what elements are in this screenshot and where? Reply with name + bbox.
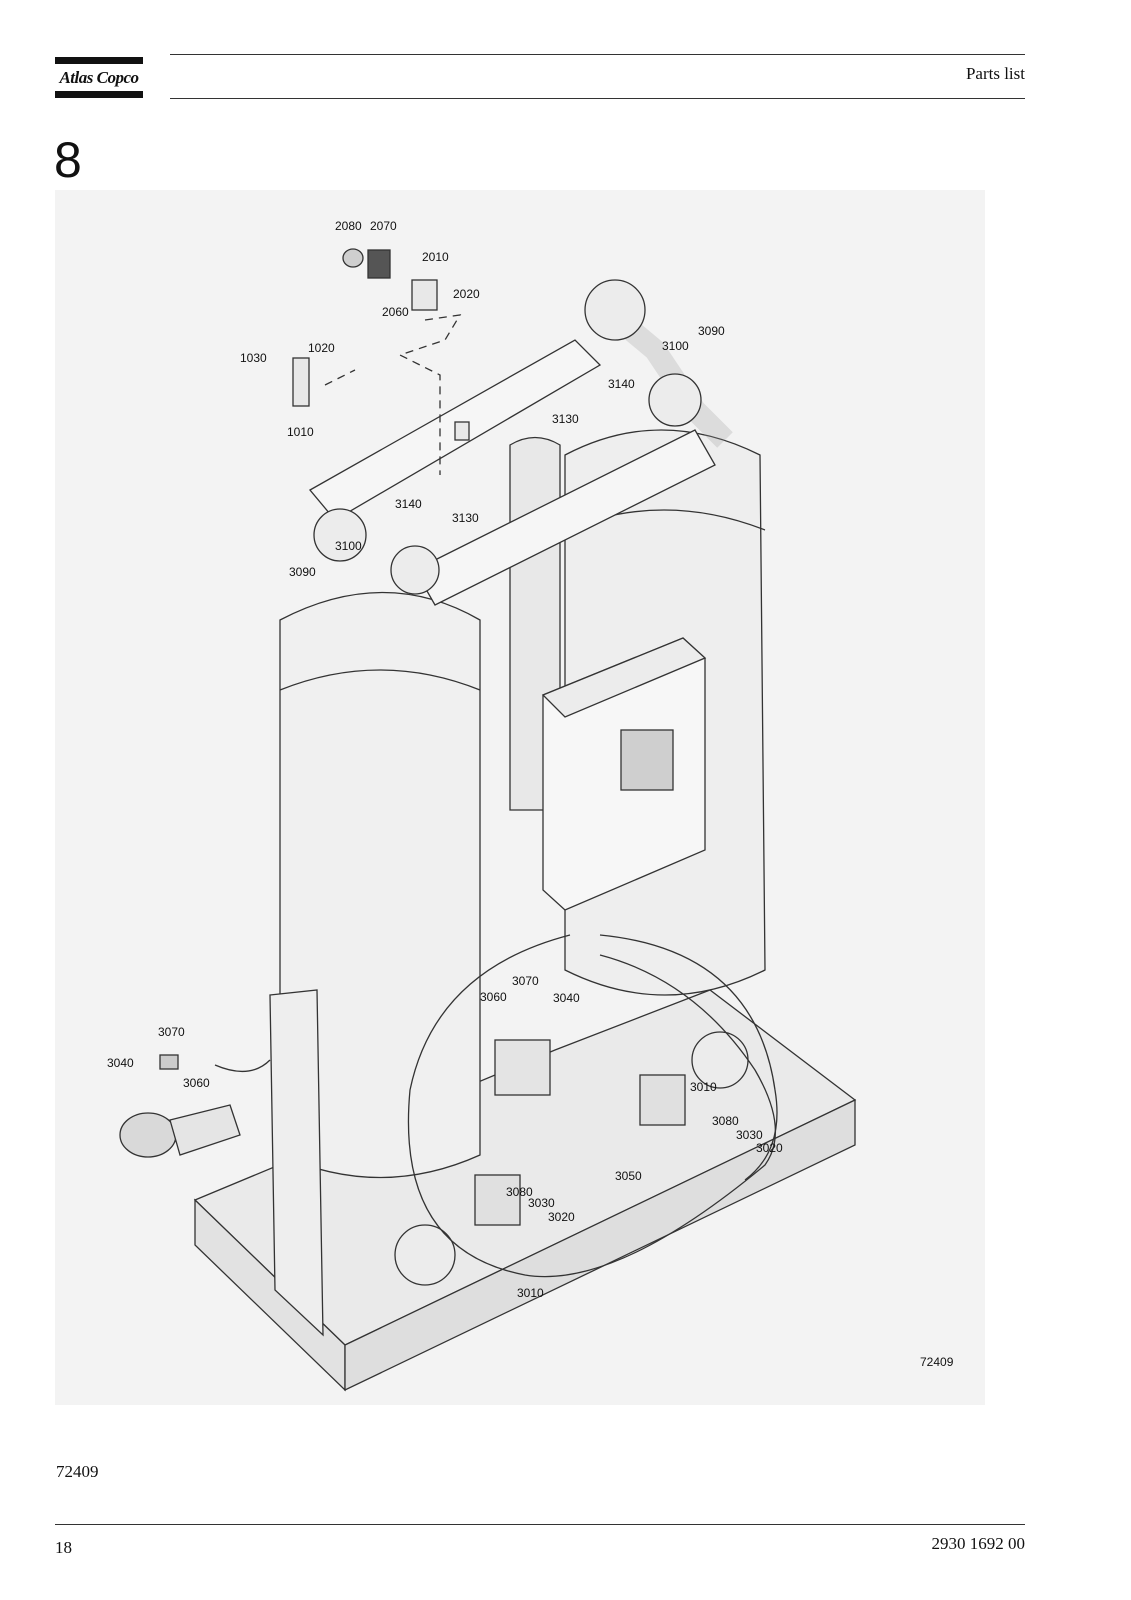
callout-3020-lower: 3020 <box>548 1210 575 1224</box>
atlas-copco-logo: Atlas Copco <box>55 57 143 99</box>
callout-3040-upper: 3040 <box>553 991 580 1005</box>
detached-valve-body <box>119 1112 177 1158</box>
exploded-parts-drawing: 2080 2070 2010 2020 2060 1030 1020 1010 … <box>55 190 985 1405</box>
figure-reference: 72409 <box>56 1462 99 1481</box>
callout-3140-left: 3140 <box>395 497 422 511</box>
silencer <box>494 1039 551 1096</box>
logo-bar-bottom <box>55 91 143 98</box>
callout-3020-right: 3020 <box>756 1141 783 1155</box>
logo-bar-top <box>55 57 143 64</box>
callout-2070: 2070 <box>370 219 397 233</box>
detached-tube <box>214 1059 271 1072</box>
callout-3100-left: 3100 <box>335 539 362 553</box>
logo-wordmark: Atlas Copco <box>59 68 139 87</box>
callout-3040-detached: 3040 <box>107 1056 134 1070</box>
header-rule-bottom <box>170 98 1025 99</box>
flange-right-valve <box>648 373 702 427</box>
cabinet-display <box>620 729 674 791</box>
flange-top <box>584 279 646 341</box>
callout-3090-left: 3090 <box>289 565 316 579</box>
control-tubing <box>599 934 778 1181</box>
part-1010-filter <box>292 357 310 407</box>
fitting-sample <box>454 421 470 441</box>
callout-3080-right: 3080 <box>712 1114 739 1128</box>
callout-3010-right: 3010 <box>690 1080 717 1094</box>
valve-actuator-left <box>474 1174 521 1226</box>
callout-3130-left: 3130 <box>452 511 479 525</box>
callout-3090-top: 3090 <box>698 324 725 338</box>
callout-1020: 1020 <box>308 341 335 355</box>
callout-2060: 2060 <box>382 305 409 319</box>
flange-left-valve <box>313 508 367 562</box>
callout-3070-upper: 3070 <box>512 974 539 988</box>
section-number: 8 <box>54 132 82 188</box>
callout-3140-top: 3140 <box>608 377 635 391</box>
callout-3080-lower: 3080 <box>506 1185 533 1199</box>
drawing-id: 72409 <box>920 1355 954 1369</box>
detached-solenoid <box>159 1054 179 1070</box>
callout-3130-top: 3130 <box>552 412 579 426</box>
pilot-dashed-line <box>324 314 462 475</box>
left-vessel-seam <box>279 669 481 691</box>
base-frame-side <box>344 1098 856 1392</box>
document-number: 2930 1692 00 <box>931 1534 1026 1553</box>
dryer-assembly-drawing: 2080 2070 2010 2020 2060 1030 1020 1010 … <box>107 219 954 1392</box>
detached-valve-neck <box>169 1104 241 1156</box>
header-rule-top <box>170 54 1025 55</box>
callout-3070-detached: 3070 <box>158 1025 185 1039</box>
callout-1010: 1010 <box>287 425 314 439</box>
part-2070-regulator <box>367 249 391 279</box>
callout-2020: 2020 <box>453 287 480 301</box>
callout-3050: 3050 <box>615 1169 642 1183</box>
left-vessel <box>279 591 481 1179</box>
callout-3100-top: 3100 <box>662 339 689 353</box>
callout-3060-upper: 3060 <box>480 990 507 1004</box>
upper-pipe-right <box>414 429 716 606</box>
callout-2010: 2010 <box>422 250 449 264</box>
callout-3010-lower: 3010 <box>517 1286 544 1300</box>
callout-3030-right: 3030 <box>736 1128 763 1142</box>
header-title: Parts list <box>965 64 1025 83</box>
callout-1030: 1030 <box>240 351 267 365</box>
support-leg <box>269 989 324 1337</box>
part-2020-filter <box>411 279 438 311</box>
flange-left-valve-b <box>390 545 440 595</box>
control-cabinet-top <box>541 637 707 718</box>
footer-rule <box>55 1524 1025 1525</box>
bottom-flange-left <box>394 1224 456 1286</box>
callout-2080: 2080 <box>335 219 362 233</box>
callout-3060-detached: 3060 <box>183 1076 210 1090</box>
control-tubing-loop <box>407 934 776 1278</box>
valve-actuator-right <box>639 1074 686 1126</box>
callout-3030-lower: 3030 <box>528 1196 555 1210</box>
page-number: 18 <box>55 1538 72 1557</box>
part-2080-gauge <box>342 248 364 268</box>
